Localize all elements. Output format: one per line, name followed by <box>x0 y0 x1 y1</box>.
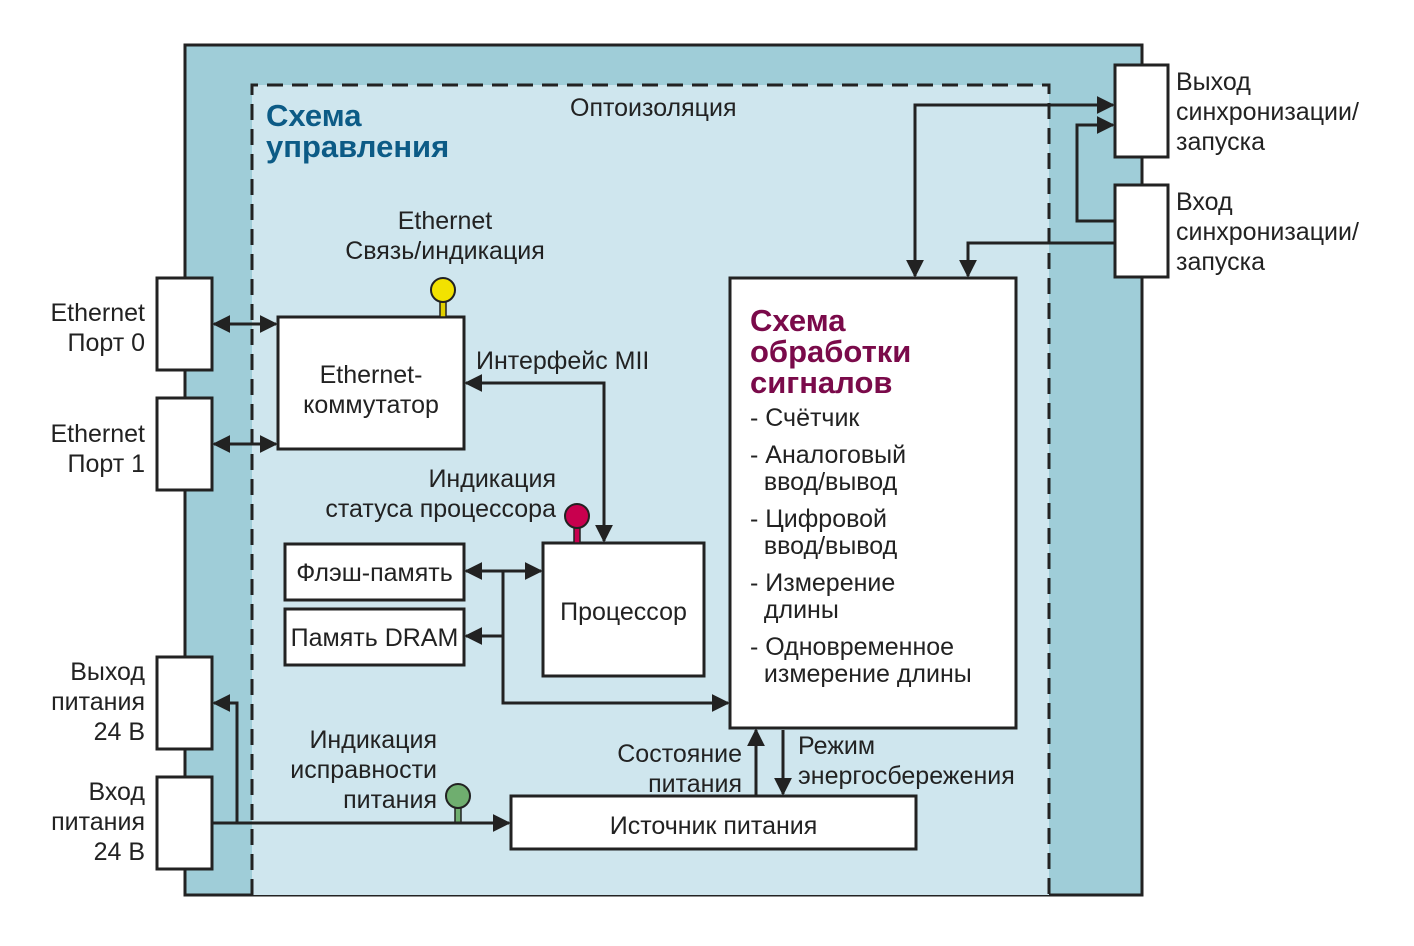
dsp-title: Схема обработки сигналов <box>750 303 912 400</box>
ethernet-switch-box <box>276 315 466 451</box>
port-box-power-out <box>155 655 214 751</box>
ethernet-switch-label: Ethernet- коммутатор <box>303 361 439 419</box>
power-state-label: Состояние питания <box>617 740 742 798</box>
optoisolation-label: Оптоизоляция <box>570 94 737 122</box>
dram-label: Память DRAM <box>290 624 459 652</box>
port-box-ethernet-1 <box>155 396 214 492</box>
optoisolation-border <box>250 83 1051 895</box>
mii-interface-arrow <box>464 374 613 543</box>
port-label-sync-out: Выход синхронизации/ запуска <box>1176 68 1359 156</box>
sync-loop-arrow <box>1075 116 1115 223</box>
power-health-label: Индикация исправности питания <box>290 726 437 814</box>
port-box-sync-out <box>1113 63 1170 159</box>
power-led-icon <box>445 783 471 824</box>
sync-out-link-arrow <box>906 96 1115 278</box>
flash-label: Флэш-память <box>296 559 453 587</box>
processor-box <box>541 541 706 678</box>
power-save-label: Режим энергосбережения <box>798 732 1015 790</box>
ethernet-indication-label: Ethernet Связь/индикация <box>345 207 545 265</box>
sync-in-link-arrow <box>959 241 1115 278</box>
port-label-sync-in: Вход синхронизации/ запуска <box>1176 188 1359 276</box>
dsp-feature-list: - Счётчик - Аналоговый ввод/вывод - Цифр… <box>750 405 972 698</box>
dram-box <box>283 607 466 667</box>
dsp-box <box>728 276 1018 730</box>
ethernet-led-icon <box>430 277 456 318</box>
port-label-ethernet-0: Ethernet Порт 0 <box>50 299 145 357</box>
port-box-sync-in <box>1113 183 1170 279</box>
power-supply-label: Источник питания <box>609 812 818 840</box>
power-supply-box <box>509 794 918 851</box>
cpu-status-label: Индикация статуса процессора <box>325 465 556 523</box>
dsp-feature-item: - Цифровой ввод/вывод <box>750 505 898 560</box>
mii-interface-label: Интерфейс MII <box>476 347 650 375</box>
control-title: Схема управления <box>266 98 450 164</box>
port-label-power-in: Вход питания 24 В <box>51 778 145 866</box>
power-out-line-arrow <box>212 694 239 823</box>
port-box-power-in <box>155 775 214 871</box>
dsp-feature-item: - Аналоговый ввод/вывод <box>750 441 907 496</box>
port-label-ethernet-1: Ethernet Порт 1 <box>50 420 145 478</box>
port-box-ethernet-0 <box>155 276 214 372</box>
dsp-feature-item: - Счётчик <box>750 404 860 432</box>
flash-box <box>283 542 466 602</box>
port-label-power-out: Выход питания 24 В <box>51 658 145 746</box>
processor-label: Процессор <box>560 598 687 626</box>
processor-dsp-arrow <box>501 636 730 712</box>
dsp-feature-item: - Измерение длины <box>750 569 896 624</box>
dsp-feature-item: - Одновременное измерение длины <box>750 633 972 688</box>
